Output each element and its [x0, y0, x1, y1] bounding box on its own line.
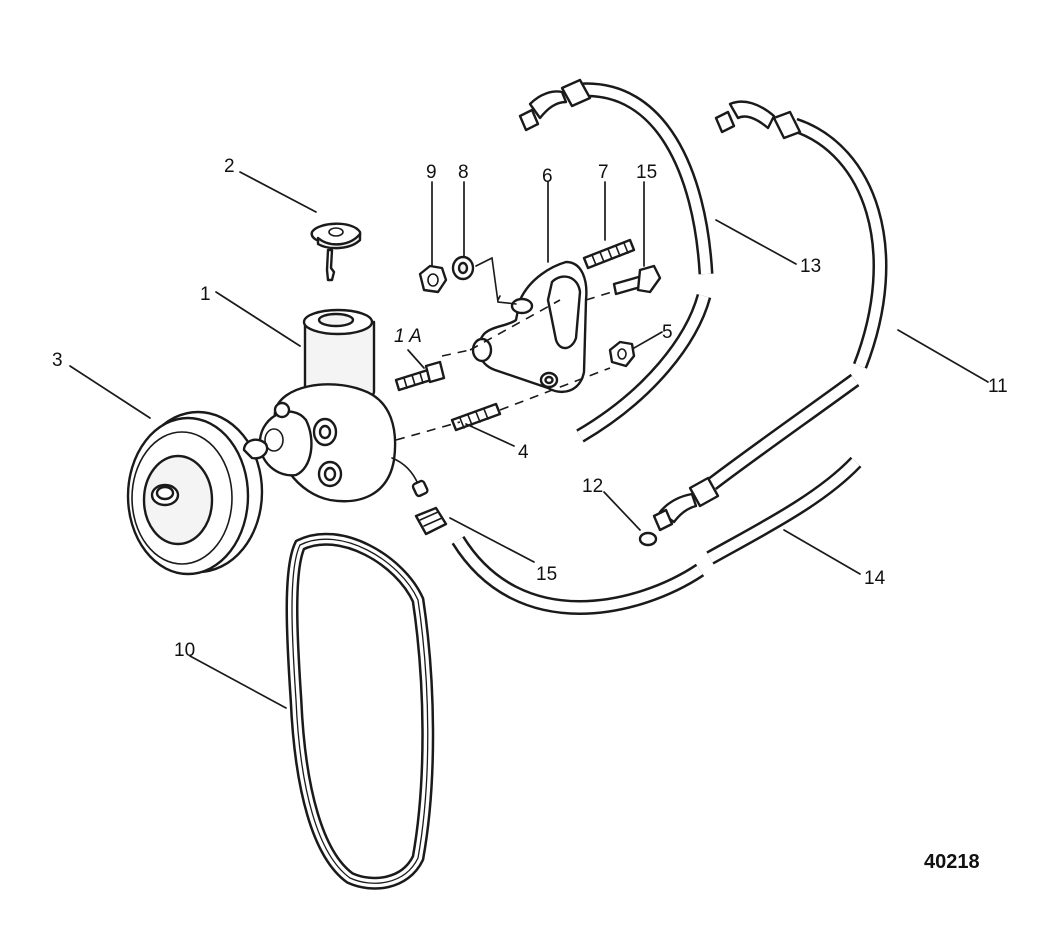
callout-5: 5	[662, 322, 673, 343]
callout-8: 8	[458, 162, 469, 183]
callout-1a: 1 A	[394, 326, 422, 347]
callout-7: 7	[598, 162, 609, 183]
pulley	[126, 410, 264, 576]
hose-13	[518, 78, 714, 443]
fitting-15-lower	[414, 506, 448, 536]
diagram-reference-number: 40218	[924, 851, 980, 873]
callout-15-upper: 15	[636, 162, 657, 183]
leader-lines	[69, 171, 989, 709]
callout-12: 12	[582, 476, 603, 497]
callout-6: 6	[542, 166, 553, 187]
bolt-15-upper	[612, 264, 662, 296]
callout-14: 14	[864, 568, 886, 589]
callout-15-lower: 15	[536, 564, 557, 585]
callout-2: 2	[224, 156, 235, 177]
callout-9: 9	[426, 162, 437, 183]
nut-9	[418, 264, 448, 294]
hose-11	[652, 100, 888, 532]
callout-11: 11	[988, 376, 1008, 397]
callout-13: 13	[800, 256, 821, 277]
callout-10: 10	[174, 640, 195, 661]
callouts: 1 1 A 2 3 4 5 6 7 8 9 10 11 12 13 14 15 …	[52, 156, 1008, 661]
stud-7	[582, 238, 636, 270]
stud-4	[450, 402, 502, 432]
o-ring-12	[638, 531, 658, 547]
callout-1: 1	[200, 284, 211, 305]
mounting-bracket	[471, 260, 588, 393]
callout-3: 3	[52, 350, 63, 371]
callout-4: 4	[518, 442, 529, 463]
washer-8	[451, 255, 475, 281]
stud-1a	[394, 360, 446, 392]
power-steering-pump	[242, 308, 429, 503]
drive-belt	[285, 532, 435, 890]
hose-14	[451, 456, 862, 615]
filler-cap-dipstick	[310, 222, 362, 282]
nut-5	[608, 340, 636, 368]
alignment-lines	[395, 256, 613, 441]
